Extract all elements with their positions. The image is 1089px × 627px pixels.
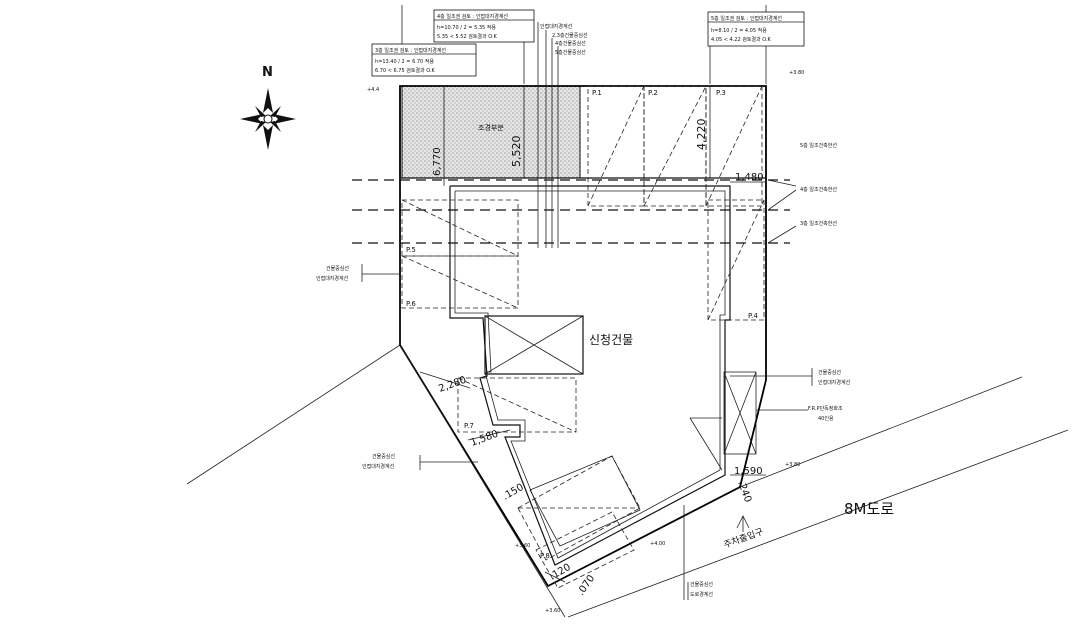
parking-label-p4: P.4 xyxy=(748,312,758,320)
dim-150: .150 xyxy=(501,482,526,503)
neighbor-boundary-line xyxy=(186,344,401,485)
road-corner-line xyxy=(399,344,566,618)
svg-text:건물중심선: 건물중심선 xyxy=(372,453,395,460)
north-label: N xyxy=(262,65,273,80)
svg-text:4층건물중심선: 4층건물중심선 xyxy=(555,40,586,47)
septic-tank xyxy=(723,371,757,455)
callout-boundary-centerlines: 인접대지경계선 2,3층건물중심선 4층건물중심선 5층건물중심선 xyxy=(537,22,588,248)
svg-text:건물중심선: 건물중심선 xyxy=(818,369,841,376)
parking-label-p7: P.7 xyxy=(464,422,474,430)
svg-text:5층 일조권 검토 : 인접대지경계선: 5층 일조권 검토 : 인접대지경계선 xyxy=(711,15,782,22)
parking-label-p5: P.5 xyxy=(406,246,416,254)
spot-level-c: +3.80 xyxy=(785,462,800,468)
dimension-lines xyxy=(419,86,766,583)
parking-label-p8: P.8 xyxy=(540,552,550,560)
road-edge-line xyxy=(567,429,1069,618)
core-box xyxy=(484,315,584,375)
svg-text:건물중심선: 건물중심선 xyxy=(326,265,349,272)
callout-left-low: 건물중심선 인접대지경계선 xyxy=(362,453,478,470)
dim-6770: 6,770 xyxy=(432,147,443,176)
svg-text:인접대지경계선: 인접대지경계선 xyxy=(818,379,851,386)
building-inner-outline xyxy=(454,190,726,559)
callout-septic-tank: F.R.P단독정화조 40인용 xyxy=(756,405,843,422)
parking-stalls xyxy=(401,85,765,589)
svg-text:건물중심선: 건물중심선 xyxy=(690,581,713,588)
svg-text:5.35 < 5.52 검토결과 O.K: 5.35 < 5.52 검토결과 O.K xyxy=(437,33,498,40)
spot-level-b: +3.80 xyxy=(789,70,804,76)
dim-1480: 1,480 xyxy=(735,172,764,183)
callout-bottom: 건물중심선 도로경계선 xyxy=(683,505,713,600)
svg-text:6.70 < 6.75 검토결과 O.K: 6.70 < 6.75 검토결과 O.K xyxy=(375,67,436,74)
parking-label-p6: P.6 xyxy=(406,300,416,308)
svg-text:인접대지경계선: 인접대지경계선 xyxy=(362,463,395,470)
callout-4f-limit: 4층 일조건축한선 xyxy=(800,186,837,193)
callout-5f-daylight-review: 5층 일조권 검토 : 인접대지경계선 h=8.10 / 2 = 4.05 적용… xyxy=(707,5,805,84)
neighbor-boundary-line-right xyxy=(739,376,1023,488)
landscape-label: 조경부분 xyxy=(478,123,504,132)
parking-entrance-label: 주차출입구 xyxy=(722,525,765,550)
callout-left-mid: 건물중심선 인접대지경계선 xyxy=(316,264,400,282)
svg-text:4층 일조권 검토 : 인접대지경계선: 4층 일조권 검토 : 인접대지경계선 xyxy=(437,13,508,20)
callout-4f-daylight-review: 4층 일조권 검토 : 인접대지경계선 h=10.70 / 2 = 5.35 적… xyxy=(433,9,535,84)
svg-text:4.05 < 4.22 검토결과 O.K: 4.05 < 4.22 검토결과 O.K xyxy=(711,36,772,43)
spot-level-d: +4.00 xyxy=(650,541,665,547)
dim-5520: 5,520 xyxy=(510,136,523,168)
svg-text:인접대지경계선: 인접대지경계선 xyxy=(316,275,349,282)
svg-text:2,3층건물중심선: 2,3층건물중심선 xyxy=(552,32,588,39)
svg-text:인접대지경계선: 인접대지경계선 xyxy=(540,23,573,30)
dim-070: .070 xyxy=(575,573,597,598)
svg-text:h=10.70 / 2 = 5.35 적용: h=10.70 / 2 = 5.35 적용 xyxy=(437,24,496,31)
svg-text:3층 일조권 검토 : 인접대지경계선: 3층 일조권 검토 : 인접대지경계선 xyxy=(375,47,446,54)
svg-text:h=8.10 / 2 = 4.05 적용: h=8.10 / 2 = 4.05 적용 xyxy=(711,27,767,34)
svg-text:도로경계선: 도로경계선 xyxy=(690,591,713,598)
road-label: 8M도로 xyxy=(844,500,894,518)
spot-level-a: +4.4 xyxy=(367,87,379,93)
callout-5f-limit: 5층 일조건축한선 xyxy=(800,142,837,149)
callout-right-mid: 건물중심선 인접대지경계선 xyxy=(730,368,851,386)
svg-text:F.R.P단독정화조: F.R.P단독정화조 xyxy=(808,405,843,412)
callout-3f-daylight-review: 3층 일조권 검토 : 인접대지경계선 h=13.40 / 2 = 6.70 적… xyxy=(371,5,477,77)
svg-text:40인용: 40인용 xyxy=(818,415,834,422)
landscape-area xyxy=(401,85,581,179)
north-arrow: N xyxy=(240,65,296,150)
dim-4220: 4,220 xyxy=(695,119,708,151)
dim-2280: 2,280 xyxy=(437,375,468,395)
dim-1590: 1,590 xyxy=(734,466,763,477)
building-label: 신청건물 xyxy=(589,333,633,347)
parking-label-p3: P.3 xyxy=(716,89,726,97)
spot-level-e: +3.60 xyxy=(515,543,530,549)
parking-label-p2: P.2 xyxy=(648,89,658,97)
svg-text:h=13.40 / 2 = 6.70 적용: h=13.40 / 2 = 6.70 적용 xyxy=(375,58,434,65)
svg-text:5층건물중심선: 5층건물중심선 xyxy=(555,49,586,56)
spot-level-f: +3.60 xyxy=(545,608,560,614)
callout-3f-limit: 3층 일조건축한선 xyxy=(800,220,837,227)
parking-label-p1: P.1 xyxy=(592,89,602,97)
